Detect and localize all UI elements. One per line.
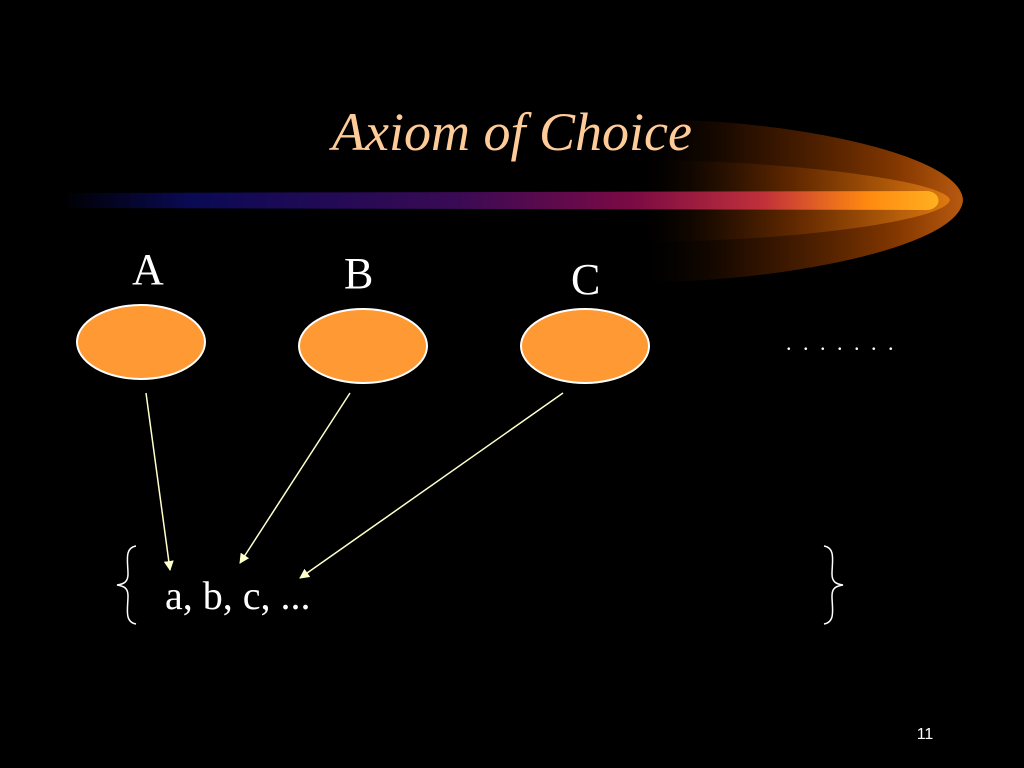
slide-title: Axiom of Choice — [332, 102, 692, 162]
title-underline-bar — [60, 191, 939, 210]
set-b-ellipse — [298, 308, 428, 384]
arrow-c-to-choice — [299, 392, 564, 579]
set-label-b: B — [344, 249, 374, 298]
set-c-ellipse — [520, 308, 650, 384]
set-label-a: A — [132, 245, 164, 294]
set-label-c: C — [571, 255, 601, 304]
choice-set-elements: a, b, c, ... — [165, 573, 311, 618]
set-a-ellipse — [76, 304, 206, 380]
arrow-a-to-choice — [145, 392, 174, 571]
right-brace — [823, 545, 844, 625]
page-number: 11 — [916, 726, 934, 743]
left-brace — [116, 545, 137, 625]
more-sets-ellipsis: . . . . . . . — [786, 330, 897, 355]
arrow-b-to-choice — [239, 392, 351, 564]
